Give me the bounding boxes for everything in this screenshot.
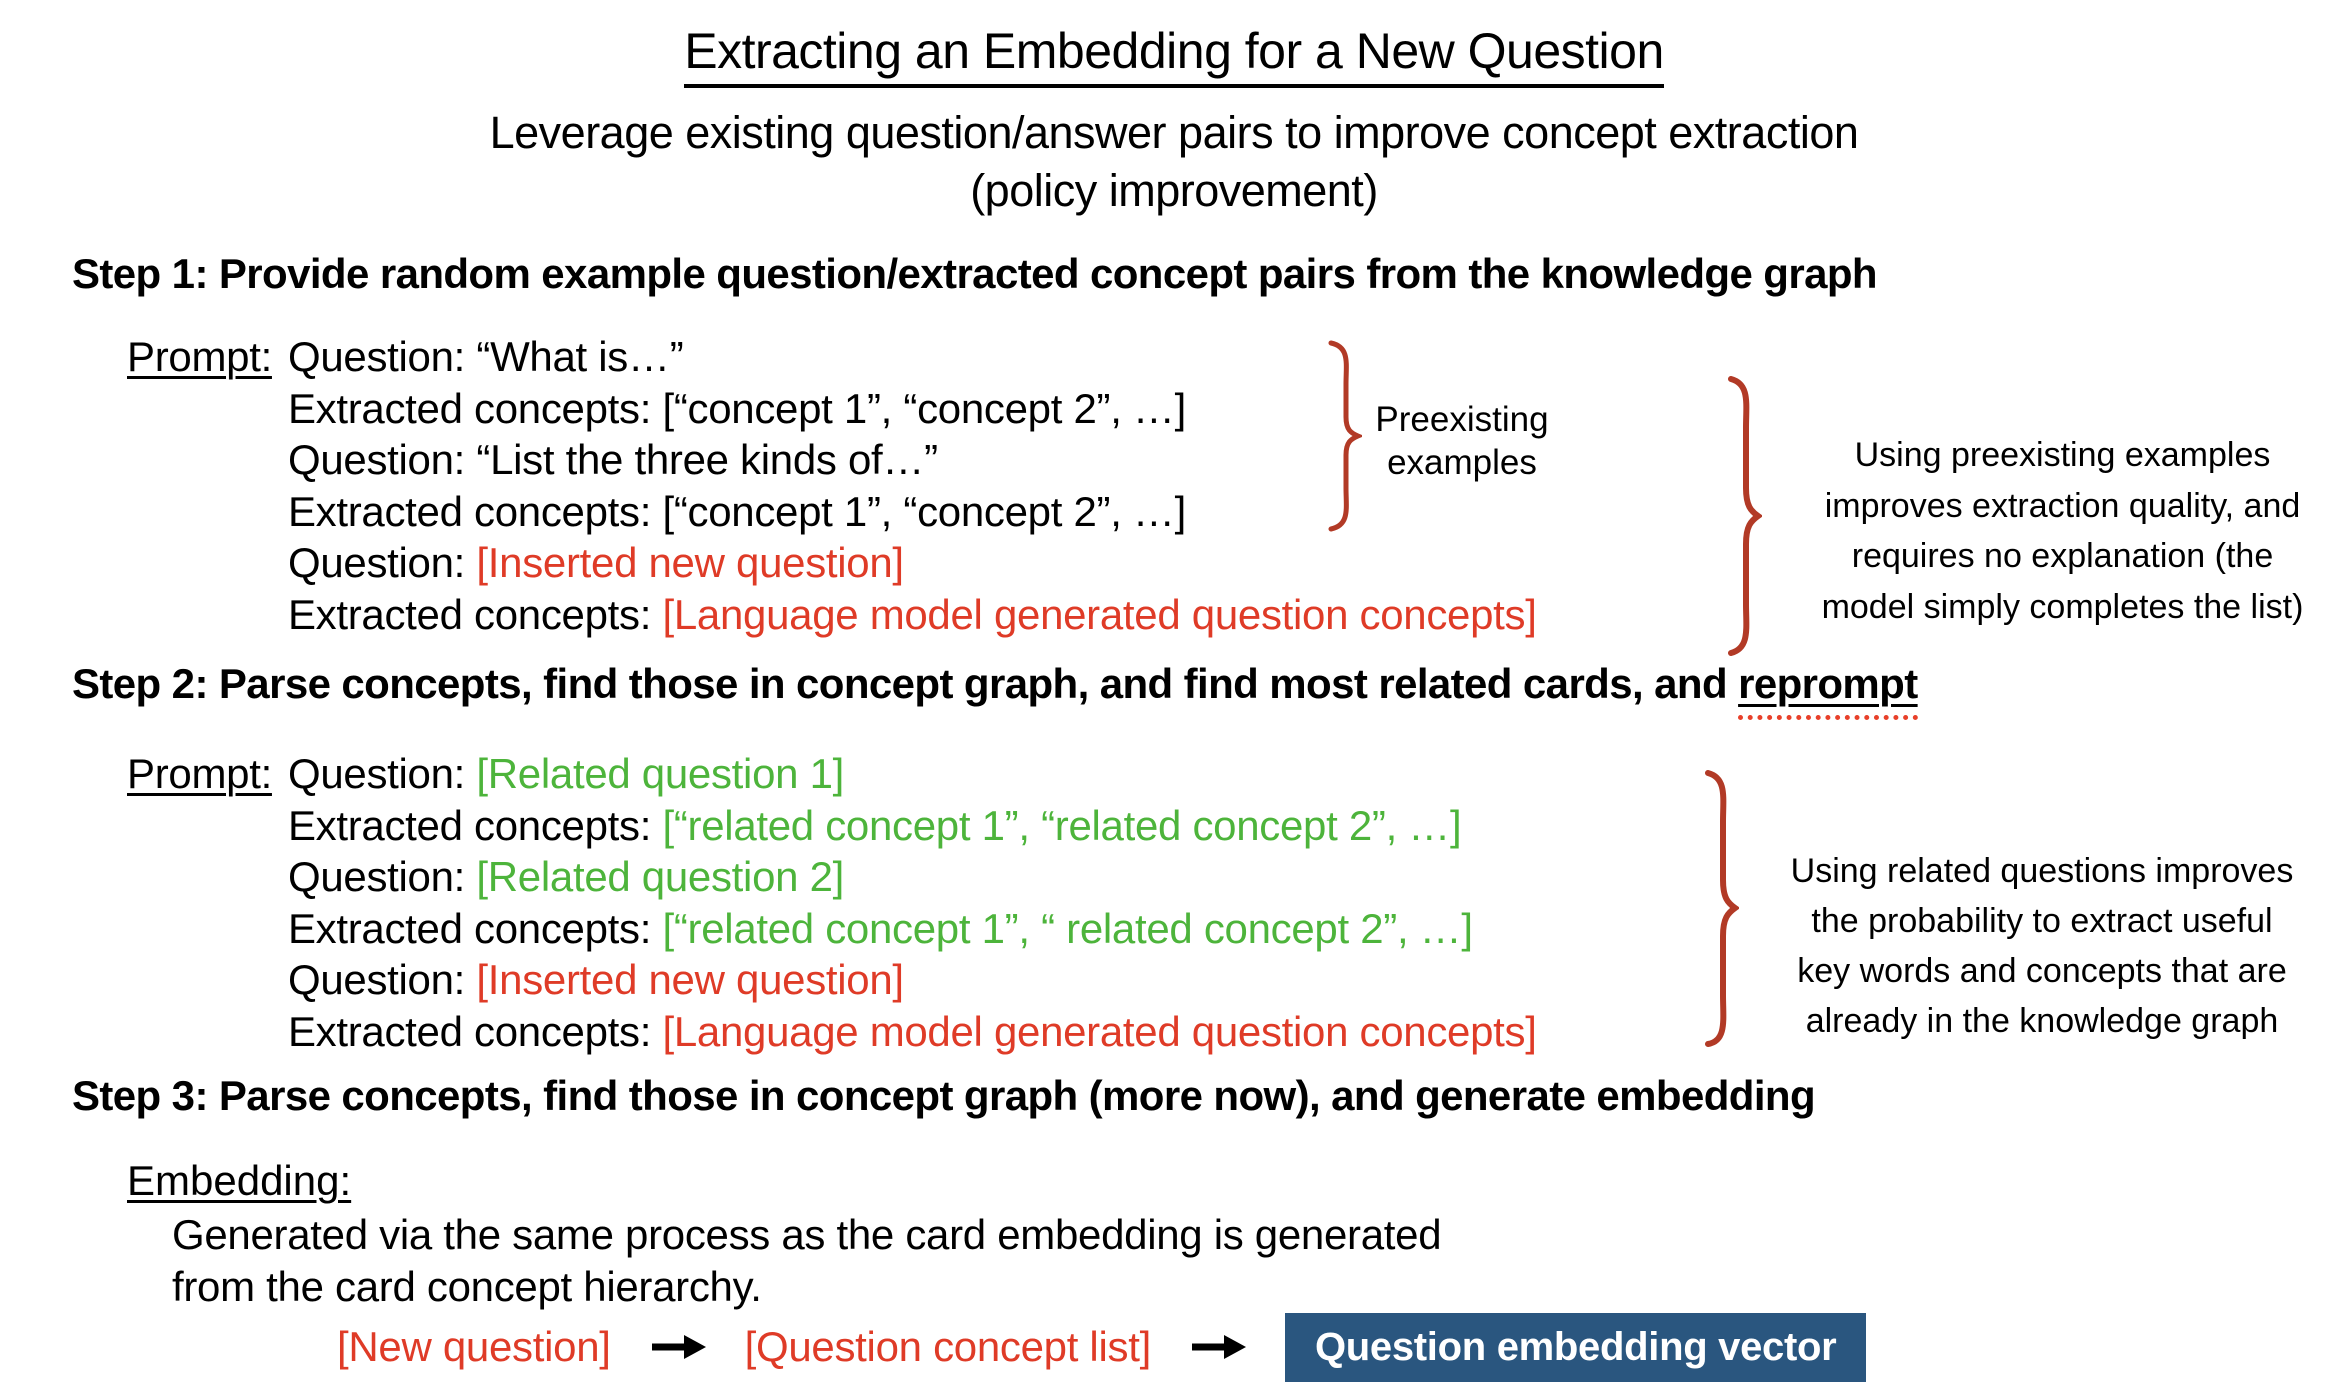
step1-prompt-label: Prompt: [127, 333, 272, 380]
step3-heading: Step 3: Parse concepts, find those in co… [72, 1072, 1816, 1119]
prompt-line: Question: [Inserted new question] [287, 539, 904, 586]
embedding-description: Generated via the same process as the ca… [172, 1211, 1442, 1310]
question-embedding-vector-box: Question embedding vector [1284, 1312, 1867, 1382]
slide-subtitle: Leverage existing question/answer pairs … [489, 107, 1859, 216]
prompt-line: Extracted concepts: [“concept 1”, “conce… [287, 384, 1186, 432]
step1-annotation-brace-icon [1728, 376, 1762, 656]
prompt-line: Question: [Inserted new question] [287, 956, 904, 1003]
step1-heading: Step 1: Provide random example question/… [72, 250, 1878, 297]
slide-title: Extracting an Embedding for a New Questi… [0, 22, 2348, 88]
prompt-line: Extracted concepts: [Language model gene… [287, 590, 1537, 638]
prompt-line: Extracted concepts: [“related concept 1”… [287, 801, 1462, 849]
step2-annotation-brace-icon [1705, 770, 1739, 1047]
prompt-line: Extracted concepts: [Language model gene… [287, 1007, 1537, 1055]
step2-heading: Step 2: Parse concepts, find those in co… [72, 660, 1918, 708]
step1-prompt-block: Prompt: Question: “What is…”Extracted co… [127, 331, 1537, 640]
step2-prompt-block: Prompt: Question: [Related question 1]Ex… [127, 748, 1537, 1057]
right-arrow-icon [651, 1335, 706, 1359]
embedding-label: Embedding: [127, 1157, 352, 1204]
step2-prompt-lines: Question: [Related question 1]Extracted … [288, 748, 1537, 1057]
prompt-line: Extracted concepts: [“related concept 1”… [287, 904, 1473, 952]
prompt-line: Extracted concepts: [“concept 1”, “conce… [287, 487, 1186, 535]
prompt-line: Question: [Related question 2] [287, 853, 844, 900]
flow-concept-list: [Question concept list] [744, 1323, 1152, 1370]
flow-row: [New question] [Question concept list] Q… [337, 1312, 1867, 1382]
flow-new-question: [New question] [337, 1323, 611, 1370]
prompt-line: Question: [Related question 1] [287, 750, 844, 797]
step2-reprompt-word: reprompt [1738, 660, 1918, 707]
step1-prompt-lines: Question: “What is…”Extracted concepts: … [288, 331, 1537, 640]
step2-heading-text: Step 2: Parse concepts, find those in co… [72, 660, 1739, 707]
step2-prompt-label: Prompt: [127, 750, 272, 797]
step1-annotation: Using preexisting examples improves extr… [1821, 436, 2304, 626]
right-arrow-icon [1191, 1335, 1246, 1359]
preexisting-examples-label: Preexisting examples [1375, 400, 1549, 482]
preexisting-brace-icon [1328, 340, 1362, 532]
prompt-line: Question: “What is…” [287, 333, 684, 380]
step2-annotation: Using related questions improves the pro… [1790, 852, 2294, 1040]
prompt-line: Question: “List the three kinds of…” [287, 436, 938, 483]
